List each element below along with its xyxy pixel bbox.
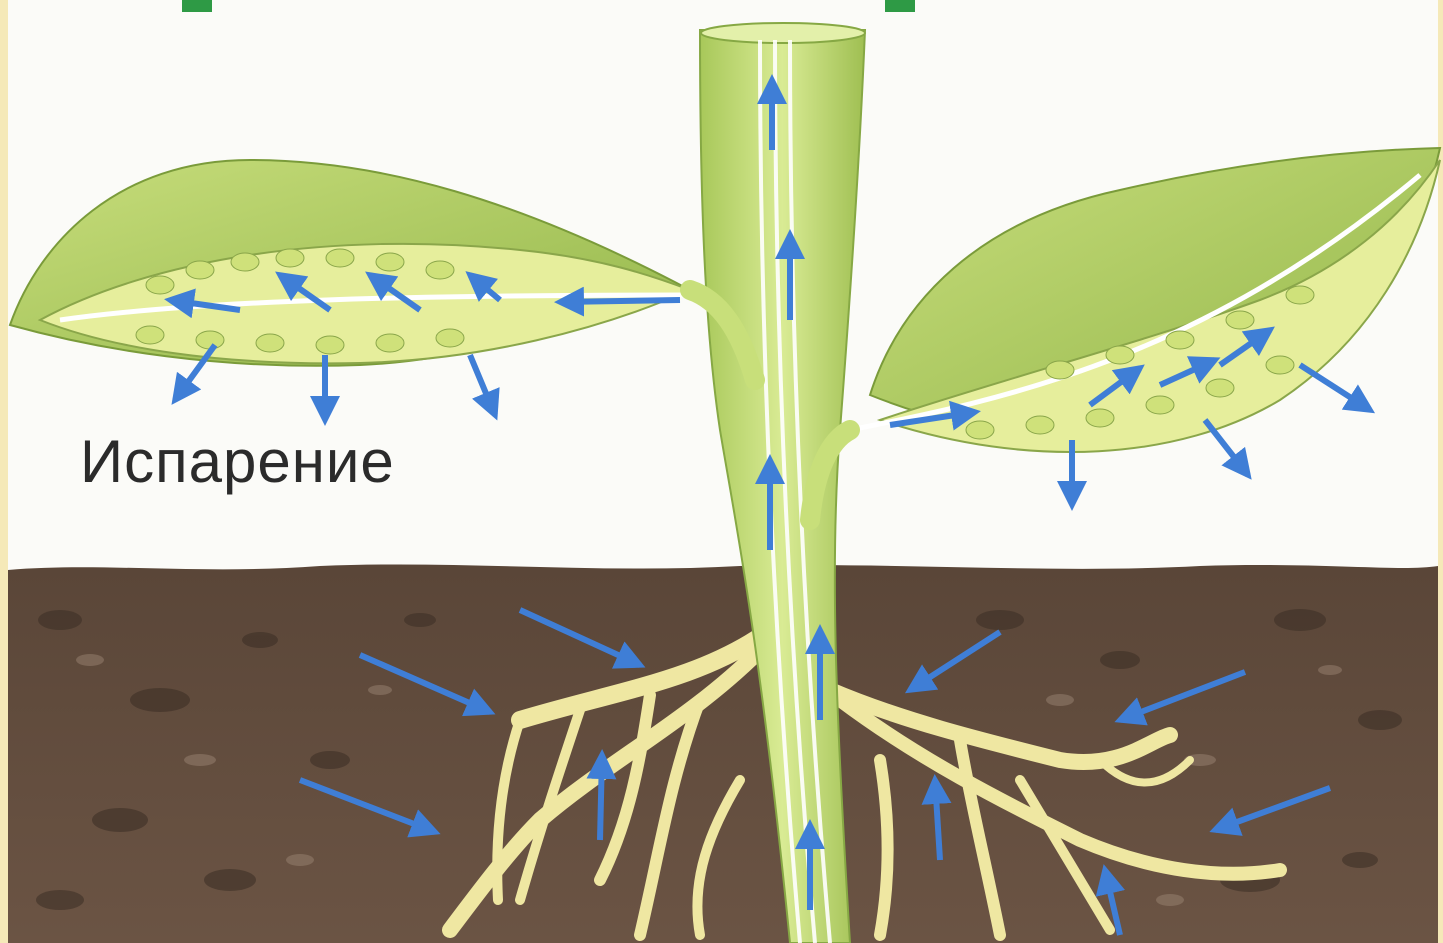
top-tab-right: [885, 0, 915, 12]
page-edge-left: [0, 0, 8, 943]
water-arrow-icon: [560, 300, 680, 302]
top-tab-left: [182, 0, 212, 12]
evaporation-label: Испарение: [80, 432, 395, 492]
water-arrow-icon: [600, 755, 602, 840]
stem-top: [701, 23, 865, 43]
